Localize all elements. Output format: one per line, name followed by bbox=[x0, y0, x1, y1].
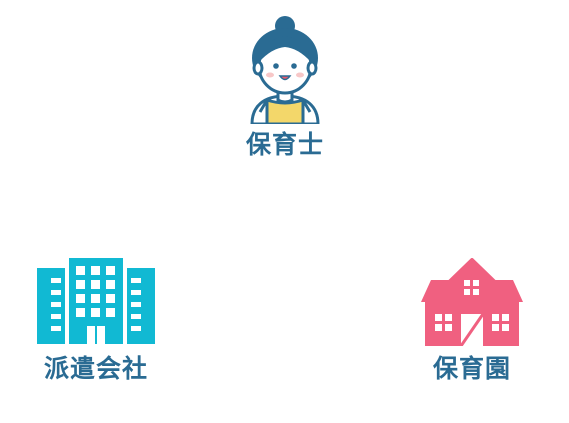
nursery-teacher-icon bbox=[250, 16, 320, 124]
node-label-company: 派遣会社 bbox=[43, 354, 148, 383]
node-nursery-school: 保育園 bbox=[413, 258, 531, 381]
node-staffing-company: 派遣会社 bbox=[30, 258, 162, 381]
node-nursery-teacher: 保育士 bbox=[229, 12, 341, 157]
node-label-teacher: 保育士 bbox=[245, 130, 324, 159]
office-building-icon bbox=[37, 258, 155, 344]
nursery-school-icon bbox=[421, 258, 523, 346]
node-label-nursery: 保育園 bbox=[432, 354, 511, 383]
